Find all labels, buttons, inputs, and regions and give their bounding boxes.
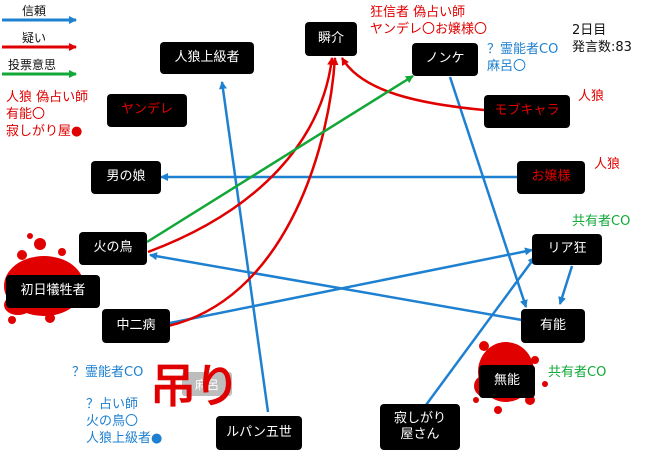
node-nonke[interactable]: ノンケ xyxy=(412,43,478,76)
node-shunsuke[interactable]: 瞬介 xyxy=(305,22,357,56)
shunsuke-note-line2: ヤンデレ〇お嬢様〇 xyxy=(370,22,488,38)
nonke-note: ？霊能者CO 麻呂〇 xyxy=(487,41,558,75)
asa-note: ？占い師 火の鳥〇 人狼上級者● xyxy=(86,396,162,447)
asa-note-line1: ？霊能者CO xyxy=(72,365,144,380)
node-munou[interactable]: 無能 xyxy=(479,365,535,398)
day-label: 2日目 xyxy=(572,23,607,38)
node-yandere[interactable]: ヤンデレ xyxy=(107,94,187,127)
node-sabishigari-line1: 寂しがり xyxy=(393,410,446,426)
ria-role: 共有者CO xyxy=(572,214,631,229)
shunsuke-note-line1: 狂信者 偽占い師 xyxy=(370,5,466,20)
nonke-note-line2: 麻呂〇 xyxy=(487,59,527,75)
node-hi-no-tori[interactable]: 火の鳥 xyxy=(79,232,147,265)
left-note-line1: 人狼 偽占い師 xyxy=(6,90,89,105)
node-ria-kyou[interactable]: リア狂 xyxy=(532,234,602,265)
node-sabishigari[interactable]: 寂しがり 屋さん xyxy=(380,404,460,450)
hanging-mark: 吊り xyxy=(150,359,240,413)
left-note-line2: 有能〇 xyxy=(6,107,46,123)
node-lupin[interactable]: ルパン五世 xyxy=(216,416,302,450)
asa-note-line3: 火の鳥〇 xyxy=(86,414,139,430)
statement-count: 発言数:83 xyxy=(572,40,632,56)
left-note-line3: 寂しがり屋● xyxy=(6,124,83,140)
edge-mobu-to-shunsuke xyxy=(340,57,485,112)
edge-chuunibyou-to-ria xyxy=(169,247,533,325)
edge-hi-no-tori-to-shunsuke xyxy=(147,57,336,254)
nonke-note-line1: ？霊能者CO xyxy=(487,42,559,57)
ojousama-role: 人狼 xyxy=(594,157,621,172)
left-note: 人狼 偽占い師 有能〇 寂しがり屋● xyxy=(6,89,88,140)
asa-note-line4: 人狼上級者● xyxy=(86,431,163,447)
edge-yuunou-to-hi-no-tori xyxy=(149,252,523,322)
node-asa-faded[interactable]: 麻呂 xyxy=(182,372,232,396)
node-yuunou[interactable]: 有能 xyxy=(521,309,585,343)
shunsuke-note: 狂信者 偽占い師 ヤンデレ〇お嬢様〇 xyxy=(370,4,487,38)
day-info: 2日目 発言数:83 xyxy=(572,22,632,56)
asa-note-line2: ？占い師 xyxy=(86,397,139,412)
munou-role: 共有者CO xyxy=(548,365,607,380)
edge-ria-to-yuunou xyxy=(558,265,574,305)
node-chuunibyou[interactable]: 中二病 xyxy=(102,309,170,343)
edge-hi-no-tori-to-nonke xyxy=(146,74,414,244)
legend-trust-label: 信頼 xyxy=(22,4,47,18)
mobu-role: 人狼 xyxy=(578,89,605,104)
edge-nonke-to-yuunou xyxy=(448,76,528,308)
node-otoko-no-ko[interactable]: 男の娘 xyxy=(91,161,161,194)
node-sabishigari-line2: 屋さん xyxy=(400,427,440,442)
node-mobu[interactable]: モブキャラ xyxy=(484,95,570,128)
legend-doubt-label: 疑い xyxy=(22,31,47,45)
edge-sabishigari-to-ria xyxy=(424,256,537,406)
legend-vote-label: 投票意思 xyxy=(8,58,57,72)
node-jinro-joukyuu[interactable]: 人狼上級者 xyxy=(160,42,254,74)
edge-lupin-to-jinro-joukyuu xyxy=(219,81,270,413)
edge-chuunibyou-to-shunsuke xyxy=(167,57,339,328)
node-shoki-gisei[interactable]: 初日犠牲者 xyxy=(6,275,100,308)
node-ojousama[interactable]: お嬢様 xyxy=(517,161,585,194)
